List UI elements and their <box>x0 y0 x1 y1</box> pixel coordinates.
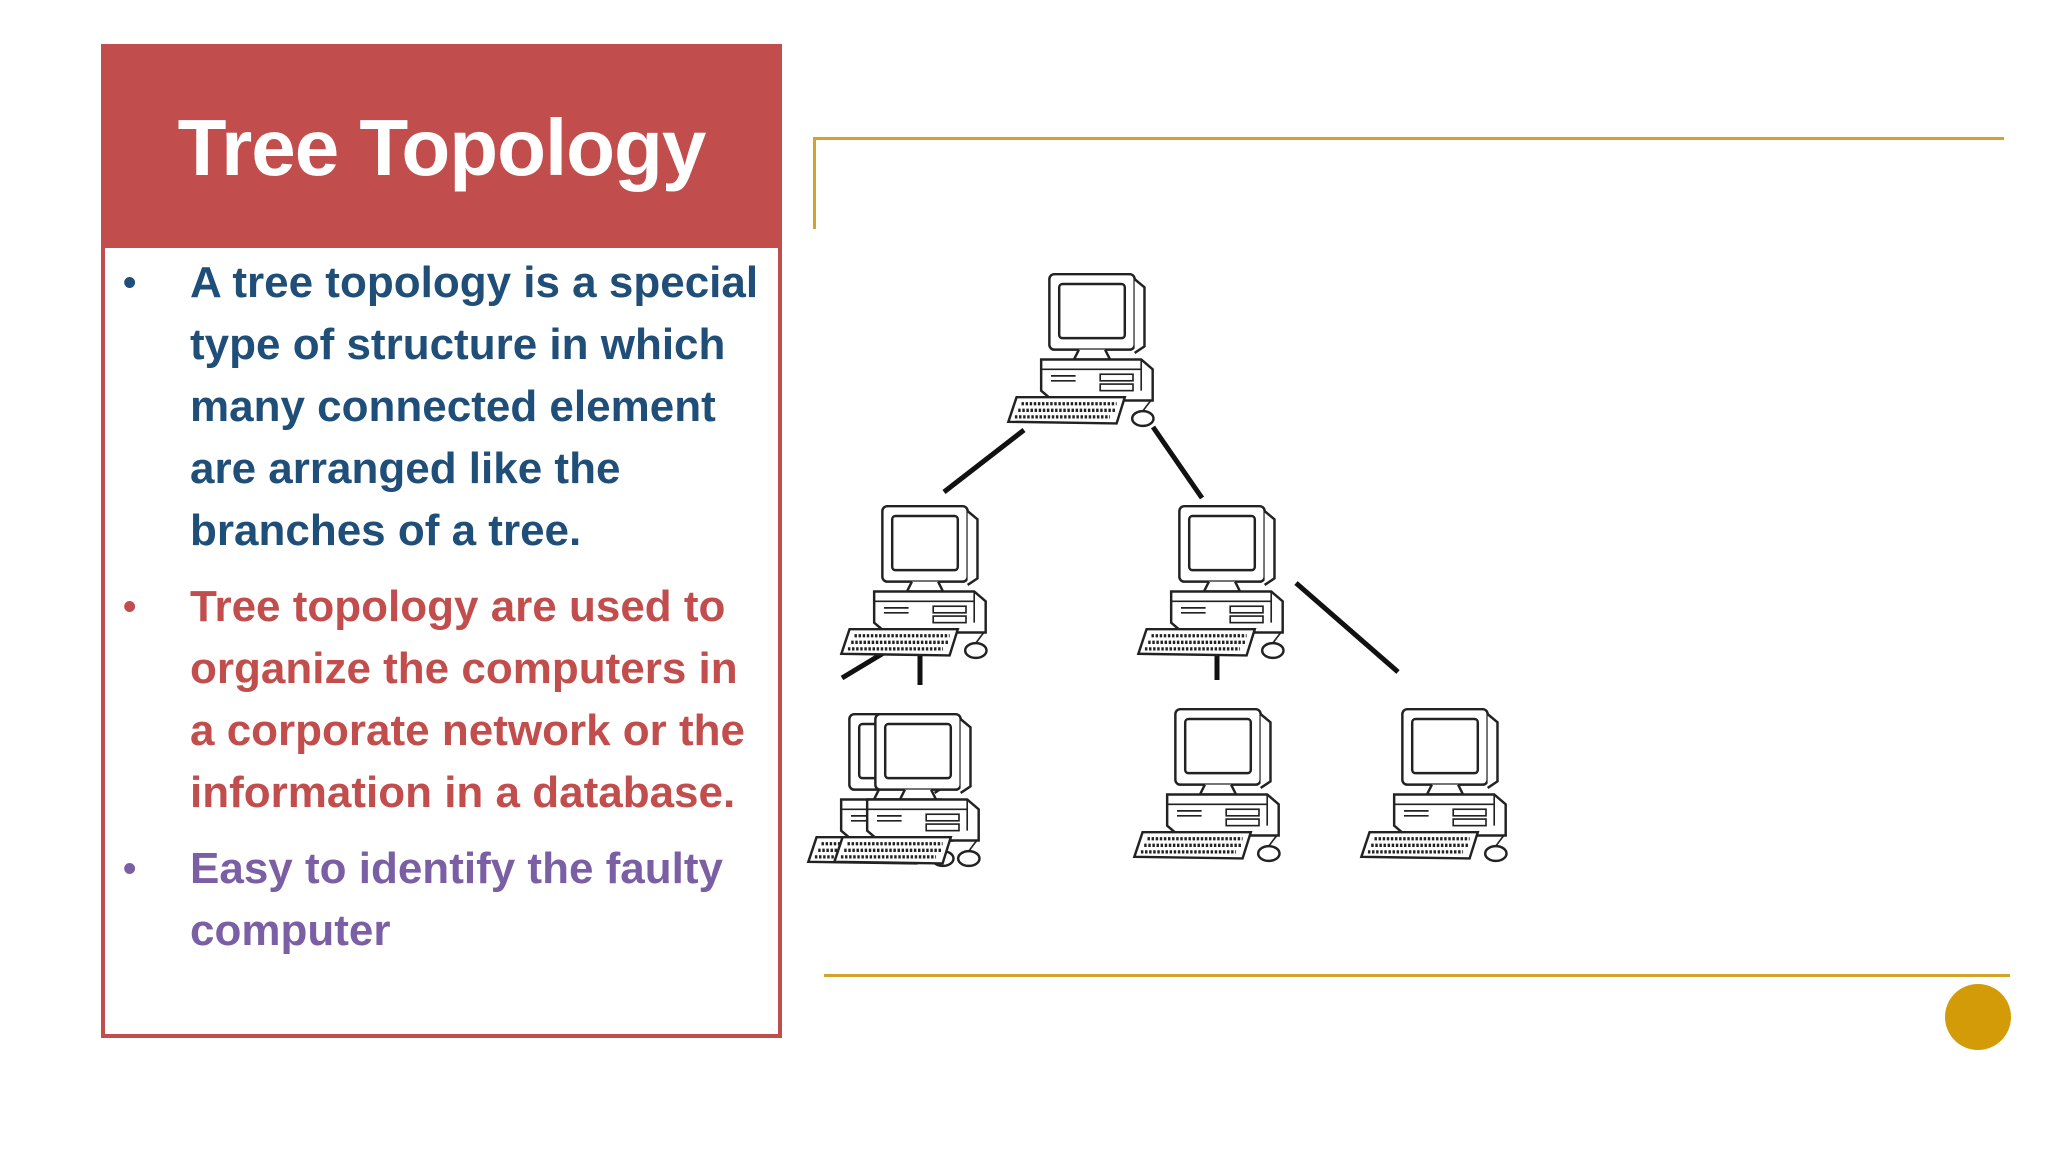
bullet-item: • Tree topology are used to organize the… <box>105 576 778 824</box>
desktop-computer-icon <box>1132 707 1282 863</box>
desktop-computer-icon <box>1006 272 1156 428</box>
bullet-item: • A tree topology is a special type of s… <box>105 252 778 562</box>
gold-frame-left-line <box>813 137 816 229</box>
bullet-marker: • <box>123 848 137 890</box>
bullet-list: • A tree topology is a special type of s… <box>105 252 778 976</box>
slide-title: Tree Topology <box>177 103 707 192</box>
bullet-marker: • <box>123 586 137 628</box>
bullet-text: Tree topology are used to organize the c… <box>190 582 746 817</box>
gold-circle-decoration <box>1945 984 2011 1050</box>
desktop-computer-icon <box>1359 707 1509 863</box>
edge-root-mid-left <box>942 428 1026 494</box>
bullet-item: • Easy to identify the faulty computer <box>105 838 778 962</box>
gold-frame-top-line <box>814 137 2004 140</box>
edge-mid-right-leaf-4 <box>1294 581 1400 674</box>
bullet-text: Easy to identify the faulty computer <box>190 844 723 955</box>
desktop-computer-icon <box>1136 504 1286 660</box>
bullet-marker: • <box>123 262 137 304</box>
desktop-computer-icon <box>839 504 989 660</box>
gold-frame-bottom-line <box>824 974 2010 977</box>
tree-topology-diagram <box>806 272 1509 868</box>
bullet-text: A tree topology is a special type of str… <box>190 258 759 555</box>
edge-root-mid-right <box>1150 425 1205 500</box>
topology-info-panel: Tree Topology • A tree topology is a spe… <box>101 44 782 1038</box>
title-banner: Tree Topology <box>105 48 778 248</box>
